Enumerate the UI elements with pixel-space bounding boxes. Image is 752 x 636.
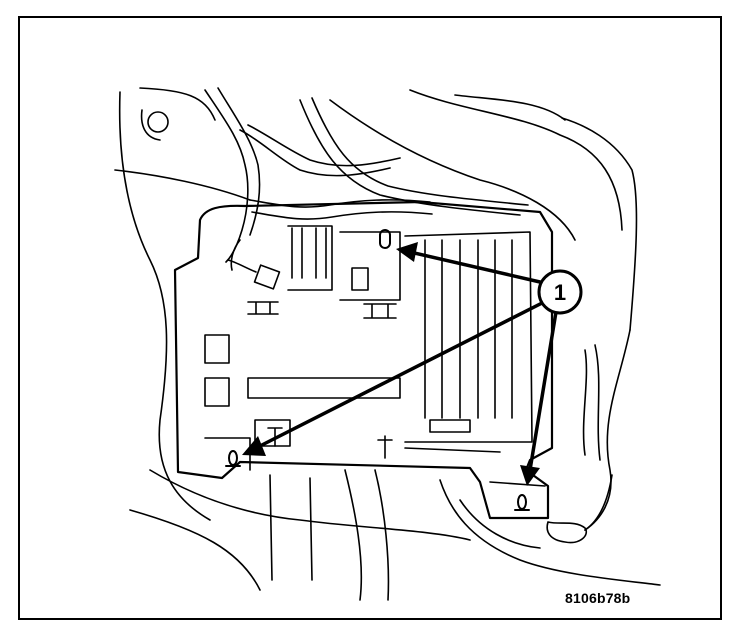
lower-right-fastener: [517, 494, 527, 510]
figure-code: 8106b78b: [565, 590, 631, 606]
callout-number: 1: [554, 280, 566, 305]
arrow-to-lower-left-fastener: [254, 298, 550, 450]
arrow-head-icon: [242, 436, 266, 456]
mounting-fasteners: [225, 229, 530, 511]
wire-harness: [204, 87, 529, 290]
harness-connector: [546, 474, 613, 544]
arrow-head-icon: [520, 465, 540, 486]
arrow-to-lower-right-fastener: [528, 310, 558, 472]
arrow-to-upper-fastener: [408, 250, 542, 284]
upper-fastener: [379, 229, 391, 249]
vehicle-body-outlines: [114, 87, 661, 601]
module-ribs: [204, 225, 546, 487]
arrow-head-icon: [396, 242, 418, 262]
callout-arrows: [242, 242, 558, 486]
callout-bubble: 1: [537, 269, 583, 315]
lower-left-fastener: [228, 450, 238, 466]
